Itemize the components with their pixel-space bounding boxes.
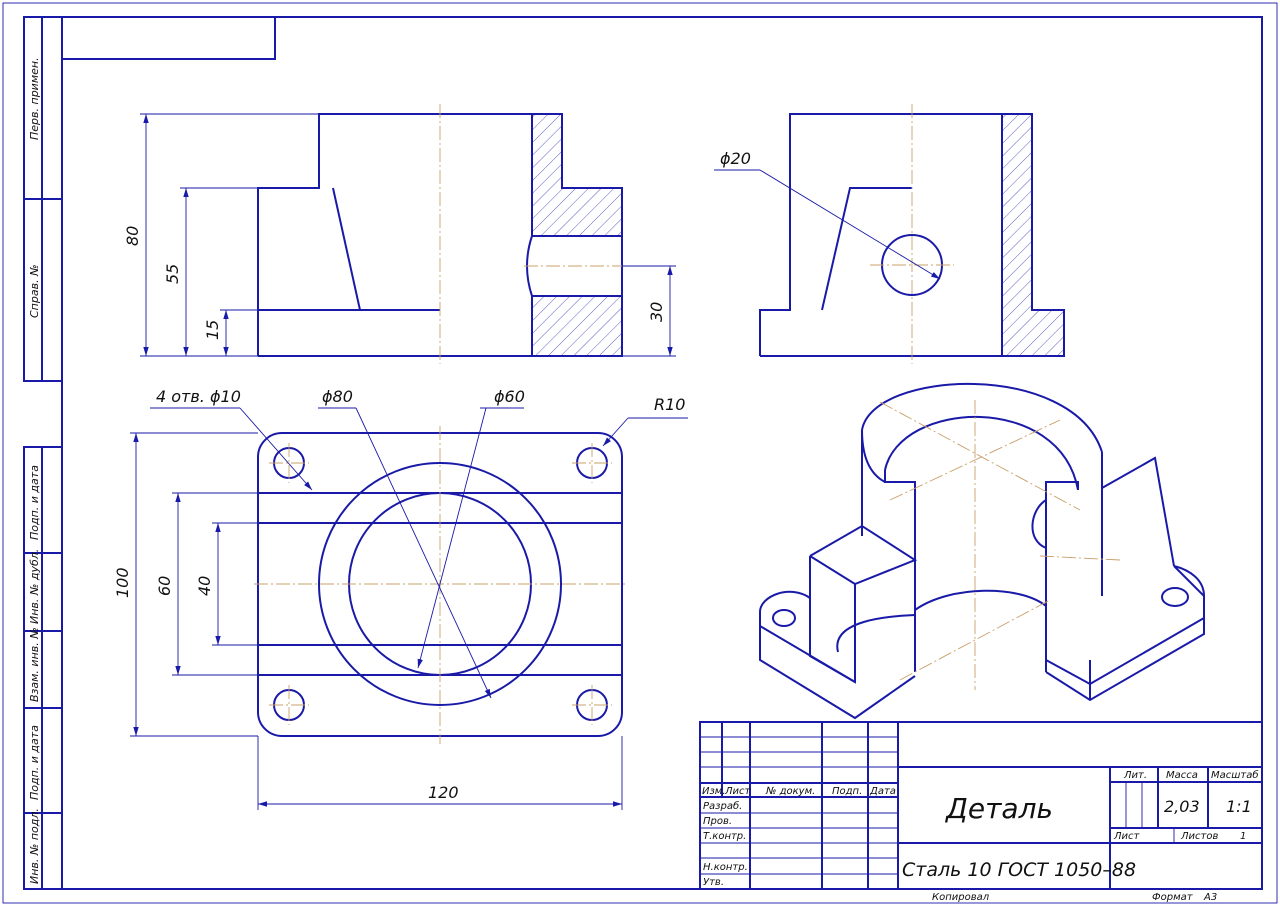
- dim-55-label: 55: [163, 264, 182, 284]
- dim-40-label: 40: [195, 576, 214, 596]
- dim-80-label: 80: [123, 226, 142, 246]
- col-docum-label: № докум.: [765, 786, 815, 797]
- dim-120-label: 120: [428, 783, 459, 802]
- massa-value: 2,03: [1164, 797, 1200, 816]
- listov-value: 1: [1240, 831, 1246, 842]
- lit-label: Лит.: [1123, 770, 1147, 781]
- col-list-label: Лист: [724, 786, 752, 797]
- part-name: Деталь: [944, 792, 1053, 825]
- dim-d80-label: ϕ80: [322, 387, 353, 406]
- holes-label: 4 отв. ϕ10: [156, 387, 241, 406]
- dim-60-label: 60: [155, 576, 174, 596]
- podp-data-label-2: Подп. и дата: [28, 725, 41, 800]
- kopiroval-label: Копировал: [932, 892, 990, 903]
- front-view-dims: [140, 113, 676, 357]
- sprav-no-label: Справ. №: [28, 264, 41, 318]
- front-view: [257, 104, 636, 364]
- isometric-view: [759, 382, 1205, 720]
- inv-dubl-label: Инв. № дубл.: [28, 549, 41, 624]
- dim-15-label: 15: [203, 320, 222, 340]
- nkontr-label: Н.контр.: [703, 862, 748, 873]
- col-podp-label: Подп.: [832, 786, 862, 797]
- listov-label: Листов: [1180, 831, 1218, 842]
- masshtab-value: 1:1: [1226, 797, 1252, 816]
- dim-r10-label: R10: [654, 395, 685, 414]
- format-label: Формат: [1152, 892, 1194, 903]
- title-block: [699, 721, 1263, 890]
- top-view: [254, 426, 628, 744]
- masshtab-label: Масштаб: [1211, 769, 1259, 781]
- razrab-label: Разраб.: [703, 800, 742, 812]
- side-view: [714, 104, 1065, 364]
- list-label: Лист: [1113, 831, 1141, 842]
- format-value: А3: [1203, 892, 1217, 903]
- perv-primen-label: Перв. примен.: [28, 57, 41, 140]
- inv-podl-label: Инв. № подл.: [28, 808, 41, 884]
- massa-label: Масса: [1166, 770, 1198, 781]
- side-stamp-labels: Перв. примен. Справ. № Подп. и дата Инв.…: [28, 57, 41, 884]
- dim-30-label: 30: [647, 302, 666, 322]
- col-izm-label: Изм.: [702, 786, 726, 797]
- dim-d20-label: ϕ20: [720, 149, 751, 168]
- vzam-inv-label: Взам. инв. №: [28, 627, 41, 702]
- tkontr-label: Т.контр.: [703, 831, 746, 842]
- dim-100-label: 100: [113, 567, 132, 598]
- utv-label: Утв.: [703, 877, 724, 888]
- material-label: Сталь 10 ГОСТ 1050–88: [902, 859, 1136, 881]
- podp-data-label-1: Подп. и дата: [28, 465, 41, 540]
- dim-d60-label: ϕ60: [494, 387, 525, 406]
- col-data-label: Дата: [869, 786, 896, 797]
- prov-label: Пров.: [703, 816, 732, 827]
- top-view-dims: [130, 407, 688, 810]
